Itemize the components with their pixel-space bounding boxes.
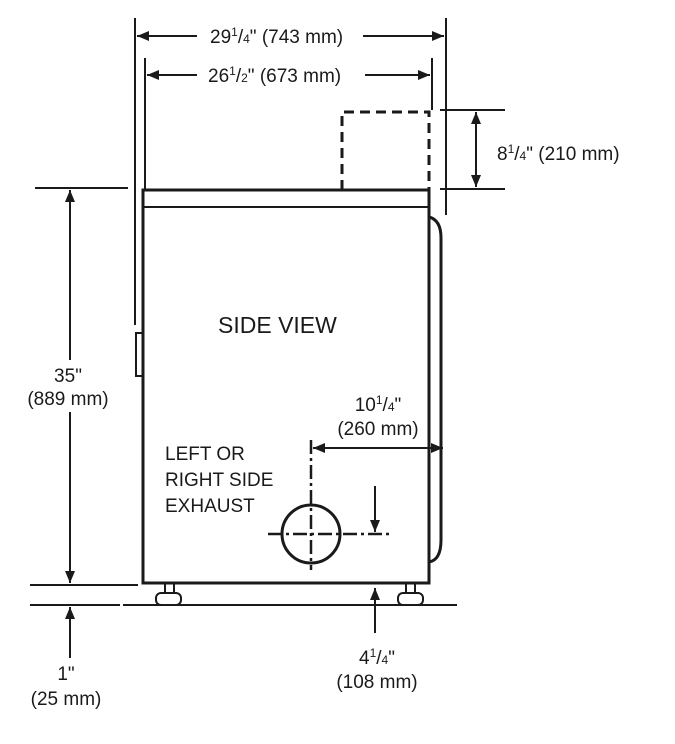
exhaust-label-line-1: LEFT OR xyxy=(165,444,245,465)
overall-depth-label: 291/4" (743 mm) xyxy=(210,25,343,48)
exhaust-extension-label: 81/4" (210 mm) xyxy=(497,142,620,165)
cabinet-height-metric: (889 mm) xyxy=(27,389,108,410)
dimension-cabinet-depth: 261/2" (673 mm) xyxy=(147,64,430,87)
exhaust-height-value: 41/4" xyxy=(359,646,395,669)
view-label: SIDE VIEW xyxy=(218,312,337,338)
dimension-floor-clearance: 1" (25 mm) xyxy=(31,607,102,710)
exhaust-height-metric: (108 mm) xyxy=(336,672,417,693)
door-latch xyxy=(135,332,144,377)
exhaust-from-rear-value: 101/4" xyxy=(355,393,402,416)
floor-clearance-metric: (25 mm) xyxy=(31,689,102,710)
floor-clearance-value: 1" xyxy=(57,664,74,685)
extension-lines xyxy=(30,18,505,606)
cabinet-outline xyxy=(141,188,431,585)
rear-foot xyxy=(397,592,424,606)
exhaust-duct-outline xyxy=(340,110,431,190)
dimension-exhaust-extension: 81/4" (210 mm) xyxy=(471,112,620,187)
dimension-exhaust-from-rear: 101/4" (260 mm) xyxy=(313,393,443,453)
exhaust-from-rear-metric: (260 mm) xyxy=(337,419,418,440)
cabinet-height-value: 35" xyxy=(54,366,82,387)
exhaust-label: LEFT OR RIGHT SIDE EXHAUST xyxy=(165,444,273,517)
dimension-cabinet-height: 35" (889 mm) xyxy=(27,190,109,583)
cabinet-depth-label: 261/2" (673 mm) xyxy=(208,64,341,87)
rear-bulge xyxy=(428,215,443,564)
exhaust-label-line-2: RIGHT SIDE xyxy=(165,470,273,491)
exhaust-label-line-3: EXHAUST xyxy=(165,496,255,517)
dryer-cabinet xyxy=(135,188,443,606)
exhaust-port xyxy=(268,440,390,570)
dimension-overall-depth: 291/4" (743 mm) xyxy=(137,25,444,48)
front-foot xyxy=(155,592,182,606)
dimension-exhaust-height: 41/4" (108 mm) xyxy=(336,486,418,693)
